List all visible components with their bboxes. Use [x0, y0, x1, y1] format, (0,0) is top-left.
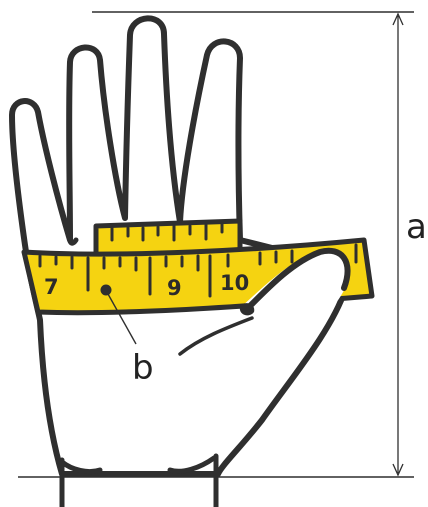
- length-label: a: [406, 207, 427, 247]
- tape-number-10: 10: [220, 271, 249, 295]
- finger-lines: [70, 240, 76, 243]
- finger-gap-1: [70, 240, 76, 243]
- tape-number-7: 7: [44, 275, 59, 299]
- tape-number-9: 9: [167, 276, 182, 300]
- measure-point-marker: [101, 285, 112, 296]
- circumference-label: b: [132, 348, 154, 388]
